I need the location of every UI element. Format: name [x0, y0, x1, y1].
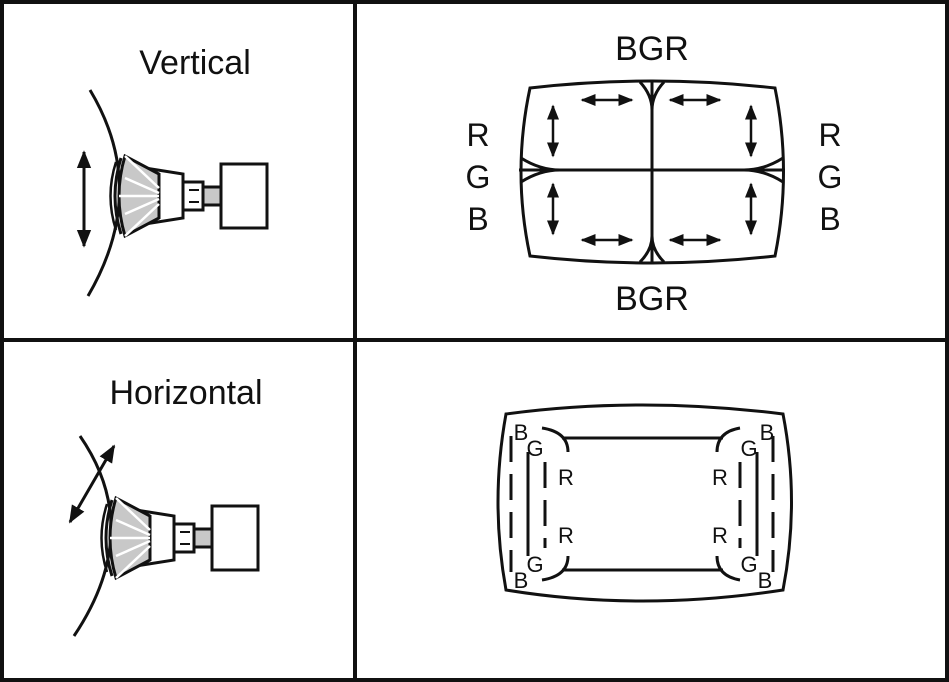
- vertical-screen-arrows: [547, 94, 757, 246]
- corner-b-bottom-left: B: [514, 568, 529, 593]
- inner-r-top-right: R: [712, 465, 728, 490]
- corner-g-bottom-right: G: [740, 552, 757, 577]
- deflection-yoke-vertical: [109, 154, 269, 238]
- inner-r-top-left: R: [558, 465, 574, 490]
- inner-r-bottom-left: R: [558, 523, 574, 548]
- screen-outline: [519, 79, 785, 265]
- bottom-color-order: BGR: [615, 280, 689, 318]
- left-letter-b: B: [467, 201, 488, 237]
- corner-b-top-right: B: [760, 420, 775, 445]
- right-letter-g: G: [818, 159, 843, 195]
- vertical-screen: [519, 79, 785, 265]
- corner-b-bottom-right: B: [758, 568, 773, 593]
- corner-g-top-left: G: [526, 436, 543, 461]
- inner-r-bottom-right: R: [712, 523, 728, 548]
- horizontal-motion-arrow: [68, 444, 116, 524]
- left-letter-g: G: [466, 159, 491, 195]
- horizontal-label: Horizontal: [109, 374, 262, 412]
- corner-g-top-right: G: [740, 436, 757, 461]
- horizontal-screen-letters: B B B B G G G G R R R R: [514, 420, 775, 593]
- corner-g-bottom-left: G: [526, 552, 543, 577]
- top-color-order: BGR: [615, 30, 689, 68]
- right-letter-r: R: [818, 117, 841, 153]
- deflection-yoke-horizontal: [100, 496, 260, 580]
- horizontal-screen: [496, 403, 793, 603]
- vertical-label: Vertical: [139, 44, 251, 82]
- left-letter-r: R: [466, 117, 489, 153]
- right-letter-b: B: [819, 201, 840, 237]
- screen-outline: [496, 403, 793, 603]
- corner-b-top-left: B: [514, 420, 529, 445]
